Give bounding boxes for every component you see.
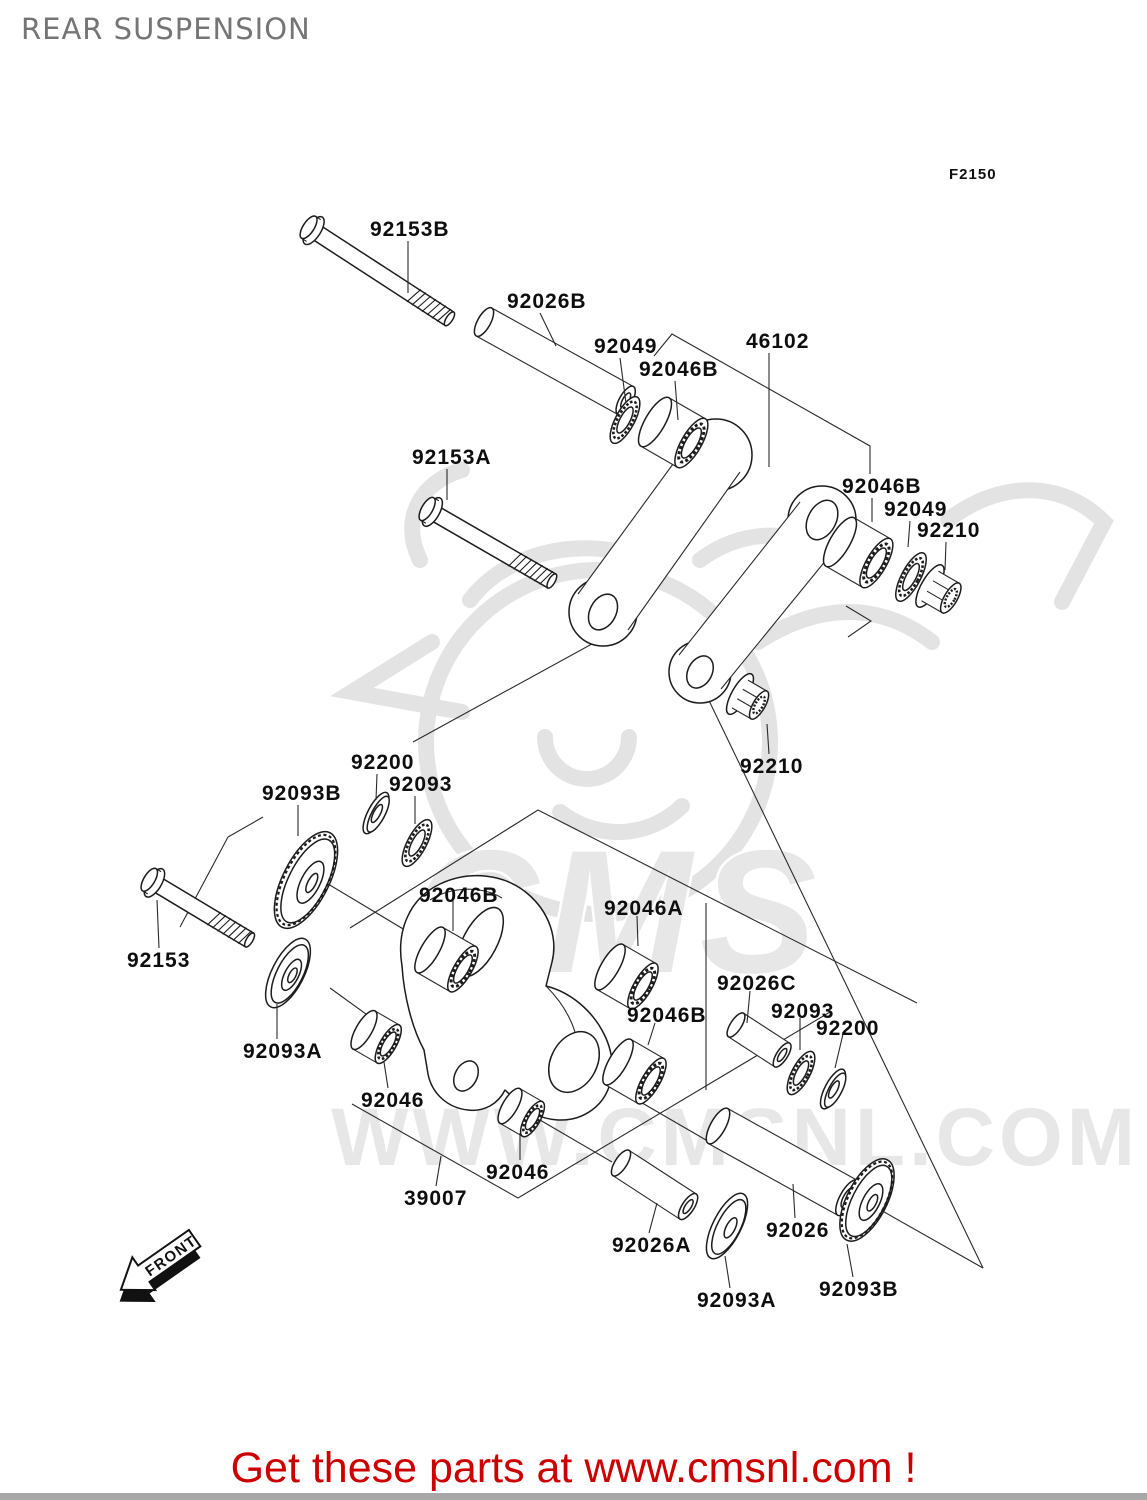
part-label-92210-9: 92210 xyxy=(740,755,804,778)
part-label-92153b-0: 92153B xyxy=(370,218,450,241)
bearing-92046B-right xyxy=(822,516,894,589)
seal-92093-lower xyxy=(786,1050,816,1096)
part-label-92093b-27: 92093B xyxy=(819,1278,899,1301)
part-label-92200-10: 92200 xyxy=(351,751,415,774)
part-label-92026c-18: 92026C xyxy=(717,972,797,995)
part-label-92026a-24: 92026A xyxy=(612,1234,692,1257)
part-label-92210-8: 92210 xyxy=(917,519,981,542)
part-label-92046b-6: 92046B xyxy=(842,475,922,498)
bottom-edge-bar xyxy=(0,1493,1147,1500)
bearing-92046B-upper-left xyxy=(637,396,709,469)
part-label-92093-19: 92093 xyxy=(771,1000,835,1023)
washer-92093A-bottom xyxy=(705,1192,749,1260)
part-label-92049-2: 92049 xyxy=(594,335,658,358)
seal-92093-upper xyxy=(401,818,433,868)
washer-92200-upper xyxy=(362,791,390,835)
part-label-92093-11: 92093 xyxy=(389,773,453,796)
seal-92049-right xyxy=(895,551,927,603)
part-label-92093a-14: 92093A xyxy=(243,1040,323,1063)
part-label-92153a-5: 92153A xyxy=(412,446,492,469)
part-label-92046b-3: 92046B xyxy=(639,358,719,381)
bolt-92153B xyxy=(299,215,456,327)
part-label-92049-7: 92049 xyxy=(884,498,948,521)
bearing-92046B-rocker-lower xyxy=(602,1038,667,1105)
part-label-92026-25: 92026 xyxy=(766,1219,830,1242)
figure-code: F2150 xyxy=(949,166,997,183)
bearing-92046A xyxy=(594,943,659,1010)
bolt-92153 xyxy=(140,867,256,948)
footer-banner: Get these parts at www.cmsnl.com ! xyxy=(230,1444,917,1492)
washer-92093B-bottom xyxy=(839,1158,895,1242)
part-label-92093a-26: 92093A xyxy=(697,1289,777,1312)
bearing-92046B-rocker-top xyxy=(414,926,479,993)
washer-92093A-left xyxy=(264,937,312,1009)
bearing-92046-bottom xyxy=(497,1087,546,1138)
part-label-92046-21: 92046 xyxy=(361,1089,425,1112)
bearing-92046-left xyxy=(350,1009,402,1065)
seal-92049-upper xyxy=(609,395,641,445)
leader-lines xyxy=(156,241,947,1289)
bolt-92153A xyxy=(418,496,558,589)
link-arm-46102-front xyxy=(568,418,753,647)
part-label-92046a-16: 92046A xyxy=(604,897,684,920)
part-label-39007-23: 39007 xyxy=(404,1187,468,1210)
page-title: REAR SUSPENSION xyxy=(21,12,311,46)
part-label-92026b-1: 92026B xyxy=(507,290,587,313)
part-label-92046-22: 92046 xyxy=(486,1161,550,1184)
part-label-92153-13: 92153 xyxy=(127,949,191,972)
washer-92093B-left xyxy=(273,830,339,930)
part-label-92046b-15: 92046B xyxy=(419,884,499,907)
construction-lines xyxy=(179,333,984,1269)
nut-92210-right xyxy=(915,564,962,614)
part-label-92200-20: 92200 xyxy=(816,1017,880,1040)
sleeve-92026C xyxy=(726,1012,792,1068)
sleeve-92026A xyxy=(610,1149,699,1221)
part-label-92093b-12: 92093B xyxy=(262,782,342,805)
part-label-92046b-17: 92046B xyxy=(627,1004,707,1027)
part-label-46102-4: 46102 xyxy=(746,330,810,353)
nut-92210-middle xyxy=(725,672,770,720)
washer-92200-lower xyxy=(819,1068,847,1110)
